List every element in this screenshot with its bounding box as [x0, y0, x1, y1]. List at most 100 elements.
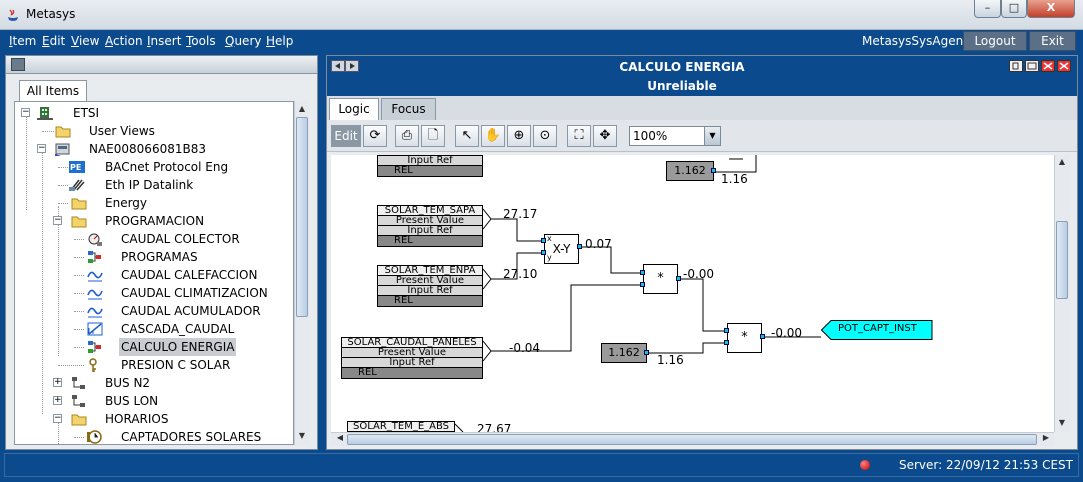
scroll-up-icon[interactable]: ▲	[1058, 157, 1066, 166]
scroll-up-icon[interactable]: ▲	[298, 104, 306, 113]
tab-focus[interactable]: Focus	[381, 98, 436, 120]
maximize-button[interactable]: □	[1001, 0, 1027, 18]
collapse-icon[interactable]: −	[53, 215, 62, 225]
menu-action[interactable]: Action	[105, 34, 143, 48]
logic-block-solar-caudal-paneles[interactable]: SOLAR_CAUDAL_PANELES Present Value Input…	[341, 337, 483, 379]
menu-edit[interactable]: Edit	[42, 34, 66, 48]
pan-hand-icon[interactable]: ✋	[481, 125, 505, 147]
logout-button[interactable]: Logout	[963, 31, 1027, 51]
solar-tem-enpa-value: 27.10	[503, 267, 538, 281]
multiply-output-value: -0.00	[771, 326, 803, 340]
tree-item-bacnet[interactable]: PE BACnet Protocol Eng	[15, 158, 285, 176]
tree-item-horarios[interactable]: − HORARIOS	[53, 412, 169, 426]
folder-icon	[55, 126, 71, 138]
print-preview-icon[interactable]: 🗋	[421, 125, 445, 147]
alarm-indicator-icon[interactable]	[860, 460, 870, 470]
input-port[interactable]	[640, 270, 645, 275]
tree-item-cascada-caudal[interactable]: CASCADA_CAUDAL	[15, 320, 285, 338]
collapse-icon[interactable]: −	[53, 413, 62, 423]
scrollbar-thumb[interactable]	[296, 117, 308, 317]
output-port[interactable]	[676, 276, 681, 281]
zoom-icon[interactable]: ⊙	[533, 125, 557, 147]
select-pointer-icon[interactable]: ↖	[455, 125, 479, 147]
canvas-vertical-scrollbar[interactable]: ▲ ▼	[1054, 155, 1070, 432]
menu-insert[interactable]: Insert	[147, 34, 182, 48]
logic-block-solar-tem-e-abs[interactable]: SOLAR_TEM_E_ABS	[347, 421, 455, 432]
menu-view[interactable]: View	[71, 34, 100, 48]
meter-icon	[88, 233, 102, 246]
item-tree: − ETSI User Views − NAE008066081B83 PE B…	[14, 101, 294, 445]
zoom-select[interactable]: 100% ▼	[629, 126, 721, 146]
panel-controls-icon[interactable]	[1009, 60, 1073, 72]
print-icon[interactable]: ⎙	[395, 125, 419, 147]
tree-item-bus-n2[interactable]: + BUS N2	[53, 376, 151, 390]
edit-button[interactable]: Edit	[331, 125, 361, 147]
scroll-down-icon[interactable]: ▼	[298, 431, 306, 440]
tree-item-nae[interactable]: − NAE008066081B83	[37, 142, 206, 156]
tree-item-user-views[interactable]: User Views	[15, 122, 285, 140]
tree-item-energy[interactable]: Energy	[15, 194, 285, 212]
center-icon[interactable]: ✥	[593, 125, 617, 147]
tree-item-etsi[interactable]: − ETSI	[21, 106, 100, 120]
exit-button[interactable]: Exit	[1029, 31, 1076, 51]
output-port[interactable]	[644, 350, 649, 355]
navigation-icon[interactable]	[11, 58, 25, 71]
menu-query[interactable]: Query	[225, 34, 262, 48]
constant-block[interactable]: 1.162	[666, 161, 714, 181]
scroll-left-icon[interactable]: ◀	[336, 433, 344, 442]
output-port[interactable]	[760, 334, 765, 339]
input-port[interactable]	[640, 282, 645, 287]
tree-item-bus-lon[interactable]: + BUS LON	[53, 394, 159, 408]
constant-block[interactable]: 1.162	[601, 343, 647, 363]
chevron-down-icon[interactable]: ▼	[704, 127, 720, 145]
logic-canvas[interactable]: Input Ref REL 1.162 1.16 SOLAR_TEM_SAPA …	[331, 155, 1054, 432]
tree-item-caudal-colector[interactable]: CAUDAL COLECTOR	[15, 230, 285, 248]
scrollbar-thumb[interactable]	[347, 434, 1037, 445]
output-port[interactable]	[577, 244, 582, 249]
tree-item-presion-c-solar[interactable]: PRESION C SOLAR	[15, 356, 285, 374]
input-port[interactable]	[724, 340, 729, 345]
logic-block-solar-tem-sapa[interactable]: SOLAR_TEM_SAPA Present Value Input Ref R…	[377, 205, 483, 247]
refresh-icon[interactable]: ⟳	[363, 125, 387, 147]
expand-icon[interactable]: +	[53, 395, 62, 405]
tree-item-captadores-solares[interactable]: CAPTADORES SOLARES	[15, 428, 285, 444]
zoom-area-icon[interactable]: ⊕	[507, 125, 531, 147]
pane-splitter[interactable]	[318, 55, 326, 450]
tree-item-caudal-climatizacion[interactable]: CAUDAL CLIMATIZACION	[15, 284, 285, 302]
menu-help[interactable]: Help	[266, 34, 294, 48]
output-port[interactable]	[711, 168, 716, 173]
back-forward-icon[interactable]	[331, 60, 359, 72]
tree-item-programas[interactable]: PROGRAMAS	[15, 248, 285, 266]
multiply-block[interactable]: *	[727, 323, 762, 353]
input-port[interactable]	[541, 238, 546, 243]
minimize-button[interactable]: –	[974, 0, 1001, 18]
tree-item-programacion[interactable]: − PROGRAMACION	[53, 214, 205, 228]
canvas-horizontal-scrollbar[interactable]: ◀ ▶	[331, 432, 1054, 446]
tree-item-calculo-energia[interactable]: CALCULO ENERGIA	[15, 338, 285, 356]
scrollbar-thumb[interactable]	[1056, 221, 1068, 299]
tab-logic[interactable]: Logic	[329, 98, 379, 120]
fit-to-window-icon[interactable]: ⛶	[567, 125, 591, 147]
tree-item-eth-ip[interactable]: Eth IP Datalink	[15, 176, 285, 194]
menu-item[interactable]: Item	[9, 34, 37, 48]
tree-scrollbar[interactable]: ▲ ▼	[294, 101, 309, 445]
menu-tools[interactable]: Tools	[186, 34, 216, 48]
constant-output-value: 1.16	[721, 172, 748, 186]
multiply-block[interactable]: *	[643, 264, 678, 294]
tab-all-items[interactable]: All Items	[19, 80, 87, 101]
tree-item-caudal-acumulador[interactable]: CAUDAL ACUMULADOR	[15, 302, 285, 320]
collapse-icon[interactable]: −	[21, 107, 30, 117]
input-port[interactable]	[724, 328, 729, 333]
logic-wires	[454, 155, 821, 432]
subtract-block[interactable]: X-Y	[544, 234, 579, 264]
scroll-right-icon[interactable]: ▶	[1042, 433, 1050, 442]
scroll-down-icon[interactable]: ▼	[1058, 418, 1066, 427]
tree-item-caudal-calefaccion[interactable]: CAUDAL CALEFACCION	[15, 266, 285, 284]
logic-block-partial[interactable]: Input Ref REL	[377, 155, 483, 177]
close-button[interactable]: X	[1027, 0, 1075, 18]
input-port[interactable]	[541, 250, 546, 255]
output-tag[interactable]	[821, 320, 933, 340]
collapse-icon[interactable]: −	[37, 143, 46, 153]
logic-block-solar-tem-enpa[interactable]: SOLAR_TEM_ENPA Present Value Input Ref R…	[377, 265, 483, 307]
expand-icon[interactable]: +	[53, 377, 62, 387]
